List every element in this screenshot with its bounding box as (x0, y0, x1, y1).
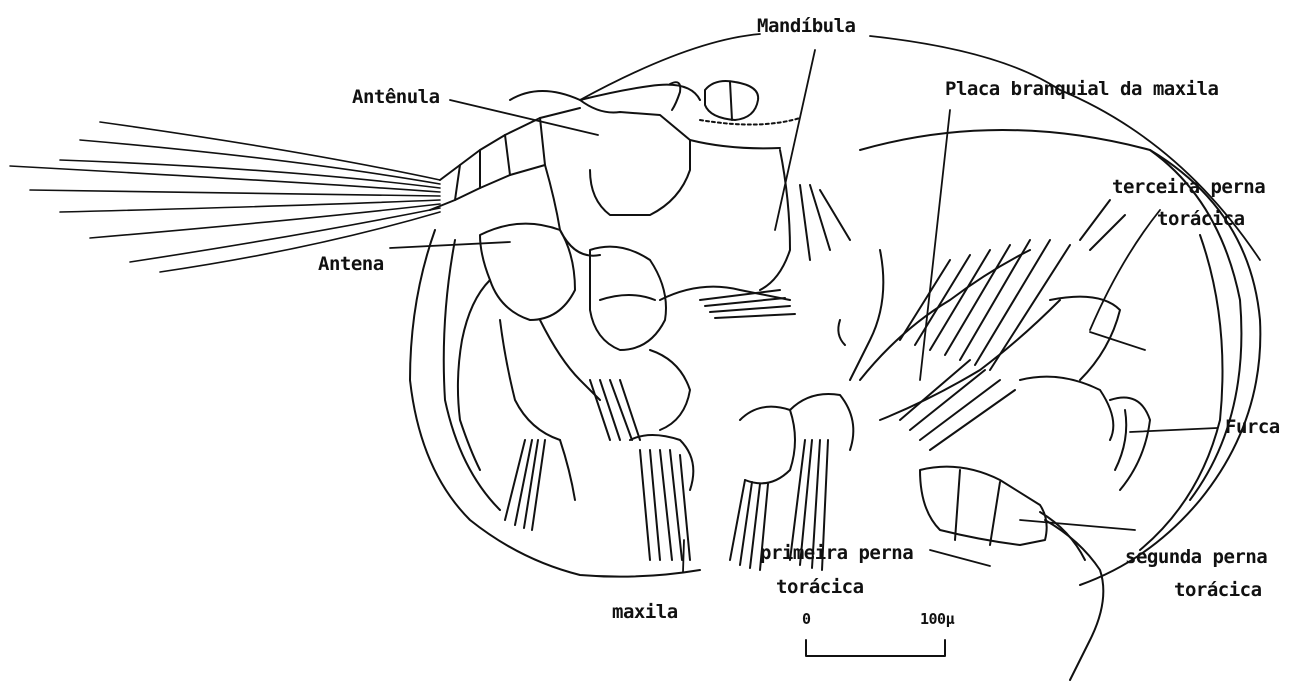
eye-icon (705, 81, 758, 120)
mandible (590, 247, 690, 430)
second-thoracic-leg (920, 467, 1103, 680)
label-segunda-perna-1: segunda perna (1125, 548, 1267, 567)
antennule (430, 108, 580, 210)
carapace (410, 85, 1260, 585)
antenna (458, 224, 640, 530)
scale-start-label: 0 (802, 612, 811, 627)
label-terceira-perna-2: torácica (1157, 210, 1245, 229)
label-antena: Antena (318, 255, 384, 274)
label-maxila: maxila (612, 603, 678, 622)
furca (1110, 398, 1150, 491)
third-thoracic-leg (1020, 200, 1125, 440)
label-segunda-perna-2: torácica (1174, 581, 1262, 600)
label-antenula: Antênula (352, 88, 440, 107)
scale-end-label: 100μ (920, 612, 954, 627)
label-furca: Furca (1225, 418, 1280, 437)
label-terceira-perna-1: terceira perna (1112, 178, 1265, 197)
scale-bar (806, 640, 945, 656)
label-placa-branquial: Placa branquial da maxila (945, 80, 1218, 99)
maxilla-gill-plate (838, 240, 1070, 450)
label-primeira-perna-2: torácica (776, 578, 864, 597)
antennule-setae (10, 122, 440, 272)
label-primeira-perna-1: primeira perna (760, 544, 913, 563)
label-mandibula: Mandíbula (757, 17, 855, 36)
